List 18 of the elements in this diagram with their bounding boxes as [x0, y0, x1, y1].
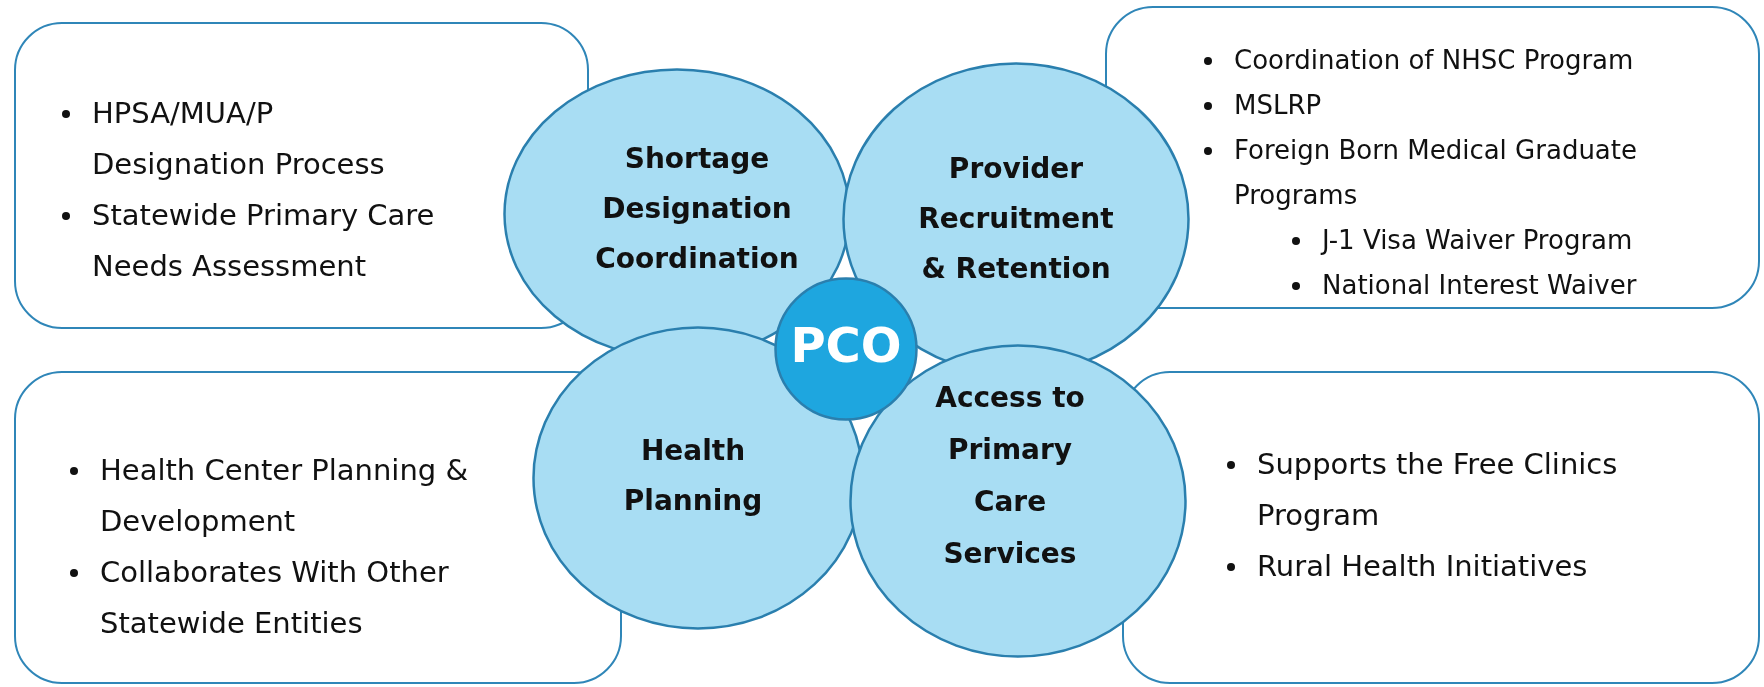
circle-label: Shortage Designation Coordination — [594, 141, 800, 277]
bullet-item: Rural Health Initiatives — [1223, 541, 1703, 592]
bullet-item: Statewide Primary Care Needs Assessment — [58, 190, 448, 292]
sub-bullet-item: J-1 Visa Waiver Program — [1288, 218, 1670, 263]
circle-label: PCO — [789, 317, 903, 373]
bullet-item: Supports the Free Clinics Program — [1223, 439, 1703, 541]
bullet-item: HPSA/MUA/P Designation Process — [58, 88, 448, 190]
circle-label: Provider Recruitment & Retention — [917, 151, 1115, 287]
rounded-panel — [14, 22, 589, 329]
bullet-item: MSLRP — [1200, 83, 1670, 128]
rounded-panel — [1122, 371, 1760, 684]
sub-bullet-item: National Interest Waiver — [1288, 263, 1670, 308]
bullet-item: Collaborates With Other Statewide Entities — [66, 547, 566, 649]
bullet-item: Coordination of NHSC Program — [1200, 38, 1670, 83]
circle-label: Access to Primary Care Services — [934, 380, 1086, 572]
rounded-panel — [14, 371, 622, 684]
circle-label: Health Planning — [622, 433, 764, 519]
bullet-item: Foreign Born Medical Graduate Programs — [1200, 128, 1670, 218]
